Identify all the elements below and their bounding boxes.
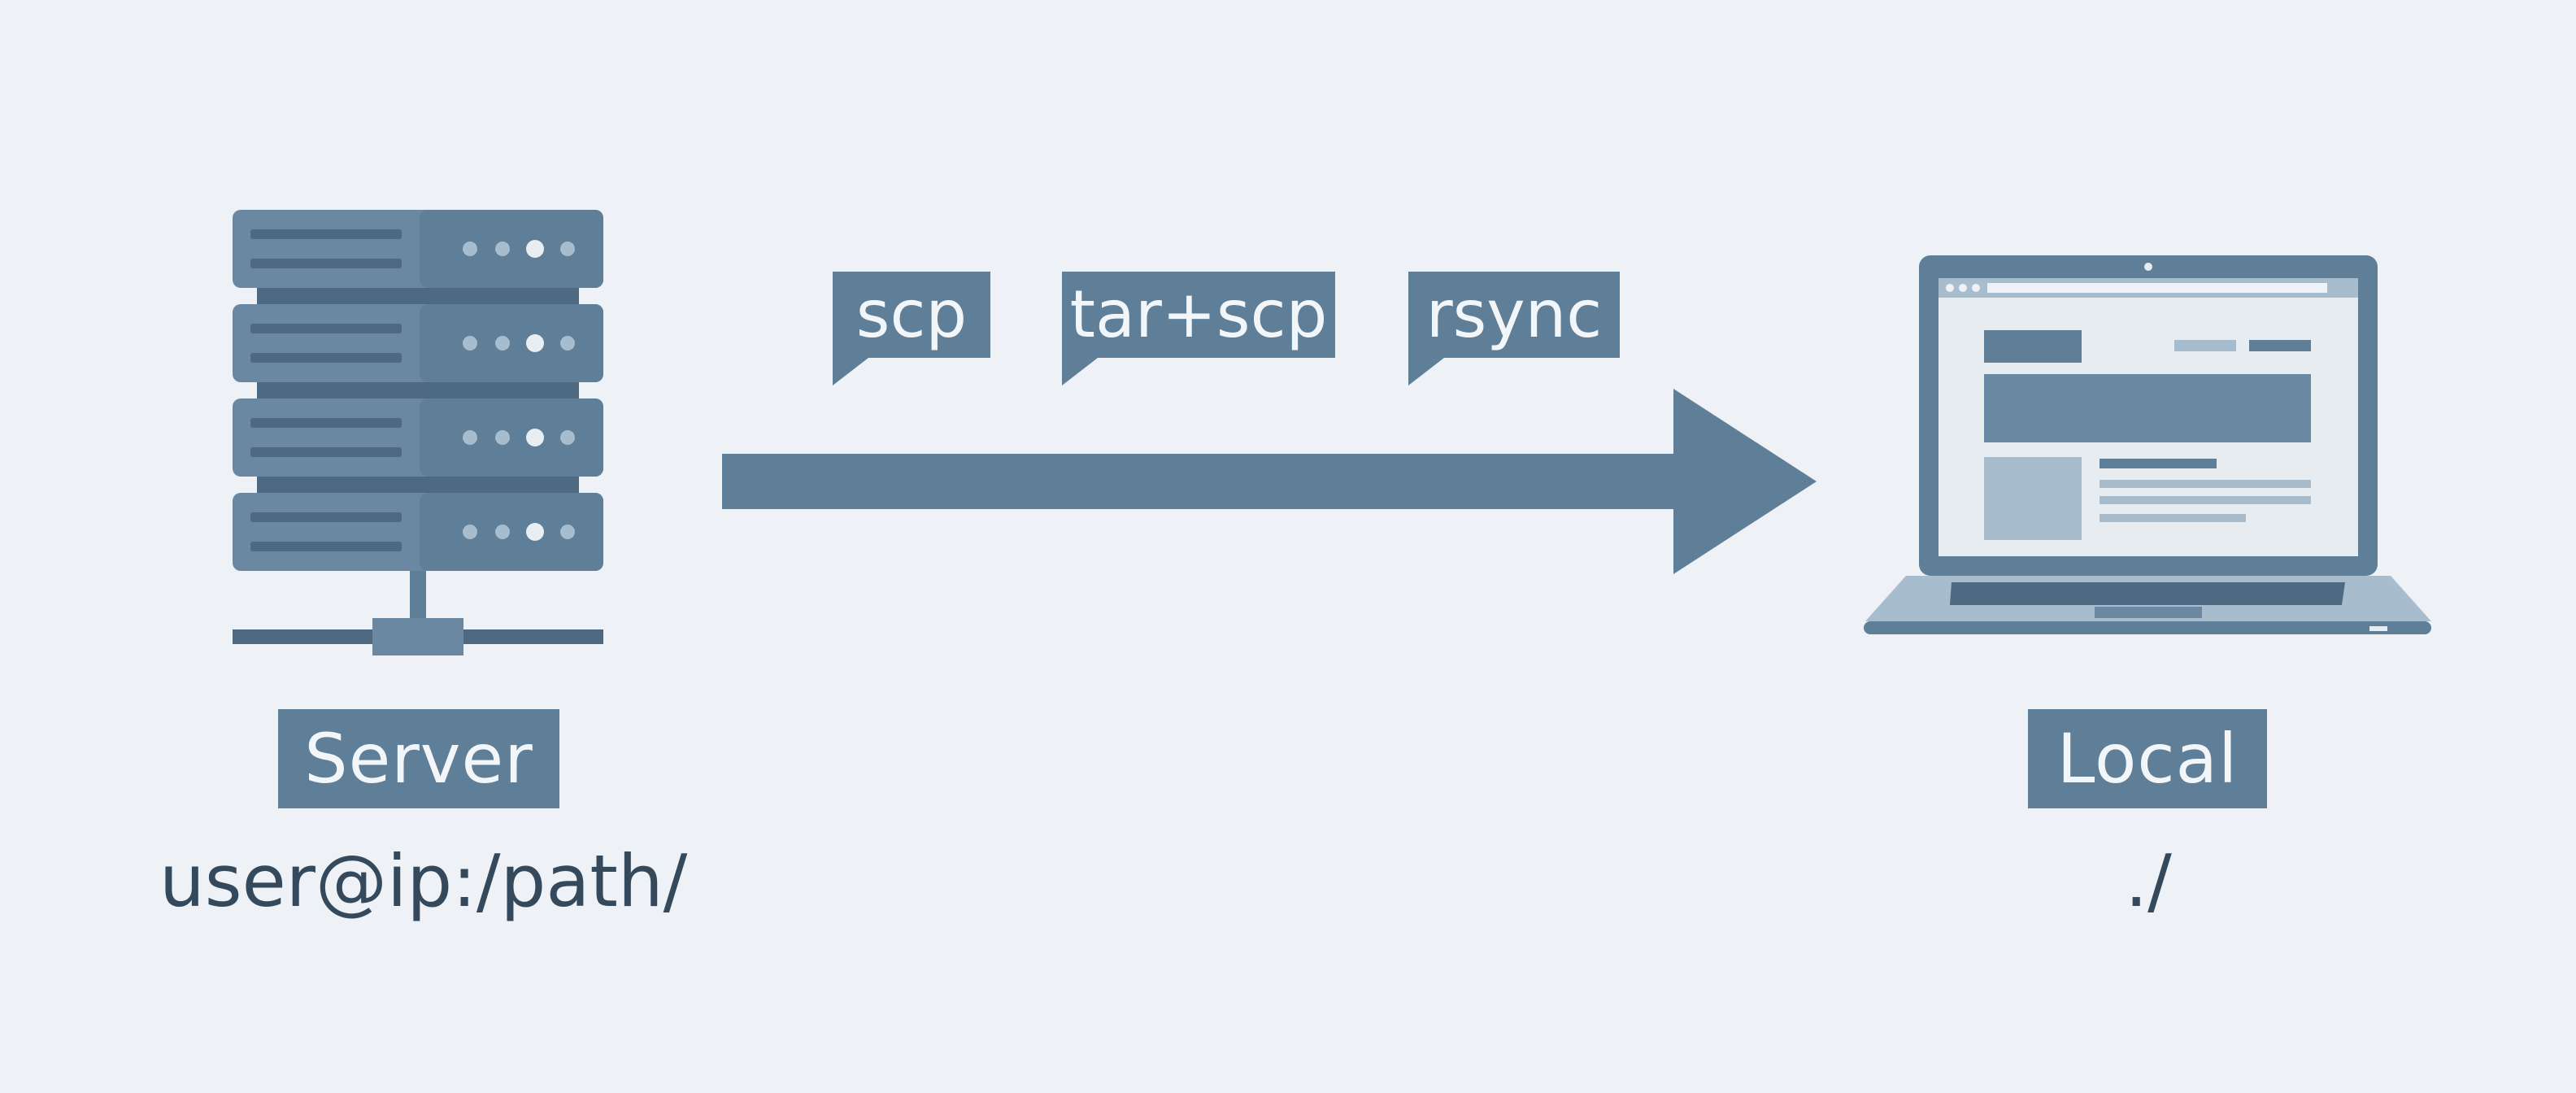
destination-path: ./: [2125, 839, 2172, 923]
server-unit: [233, 210, 603, 288]
method-tag-rsync: rsync: [1408, 272, 1620, 385]
tag-tail: [1408, 358, 1444, 385]
destination-label: Local: [2028, 709, 2267, 808]
server-rack-icon: [233, 210, 603, 655]
server-unit: [233, 304, 603, 382]
source-path: user@ip:/path/: [159, 839, 688, 923]
server-unit: [233, 398, 603, 477]
method-label: scp: [855, 277, 968, 352]
tag-tail: [833, 358, 868, 385]
laptop-icon: [1864, 255, 2431, 634]
method-tag-tar-scp: tar+scp: [1062, 272, 1335, 385]
tag-tail: [1062, 358, 1098, 385]
arrow-right-icon: [722, 389, 1817, 574]
server-unit: [233, 493, 603, 571]
method-tag-scp: scp: [833, 272, 990, 385]
method-label: rsync: [1425, 277, 1603, 352]
method-label: tar+scp: [1069, 277, 1328, 352]
source-label: Server: [278, 709, 559, 808]
